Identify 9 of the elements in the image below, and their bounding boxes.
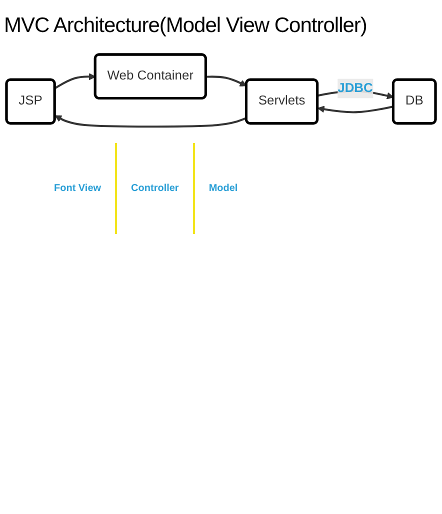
section-label: Model: [192, 143, 252, 234]
section-label: Font View: [53, 182, 102, 196]
arrow: [317, 106, 394, 114]
arrow: [54, 115, 247, 128]
arrow: [206, 76, 247, 86]
title: MVC Architecture(Model View Controller): [4, 14, 368, 38]
section-label: Controller: [115, 143, 193, 234]
arrow: [54, 73, 96, 90]
edge-label: JDBC: [338, 81, 373, 96]
